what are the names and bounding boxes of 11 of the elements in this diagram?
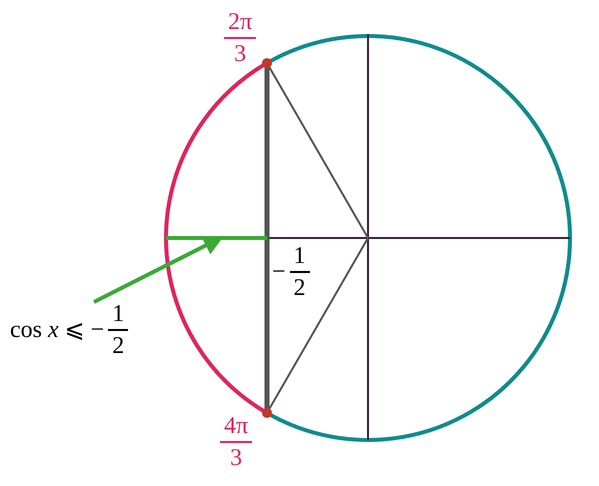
angle-label: 2π xyxy=(227,10,254,34)
inequality-label: 2 xyxy=(111,334,126,358)
segment-bar xyxy=(166,236,267,240)
axis-value-label: 2 xyxy=(292,276,307,300)
inequality-label: cos x ⩽ − xyxy=(9,318,106,342)
inequality-label: 1 xyxy=(111,302,126,326)
angle-label: 3 xyxy=(229,446,244,470)
axis-value-label: 1 xyxy=(292,244,307,268)
angle-label: 3 xyxy=(233,42,248,66)
axis-value-label: − xyxy=(271,260,287,284)
angle-label: 4π xyxy=(223,414,250,438)
